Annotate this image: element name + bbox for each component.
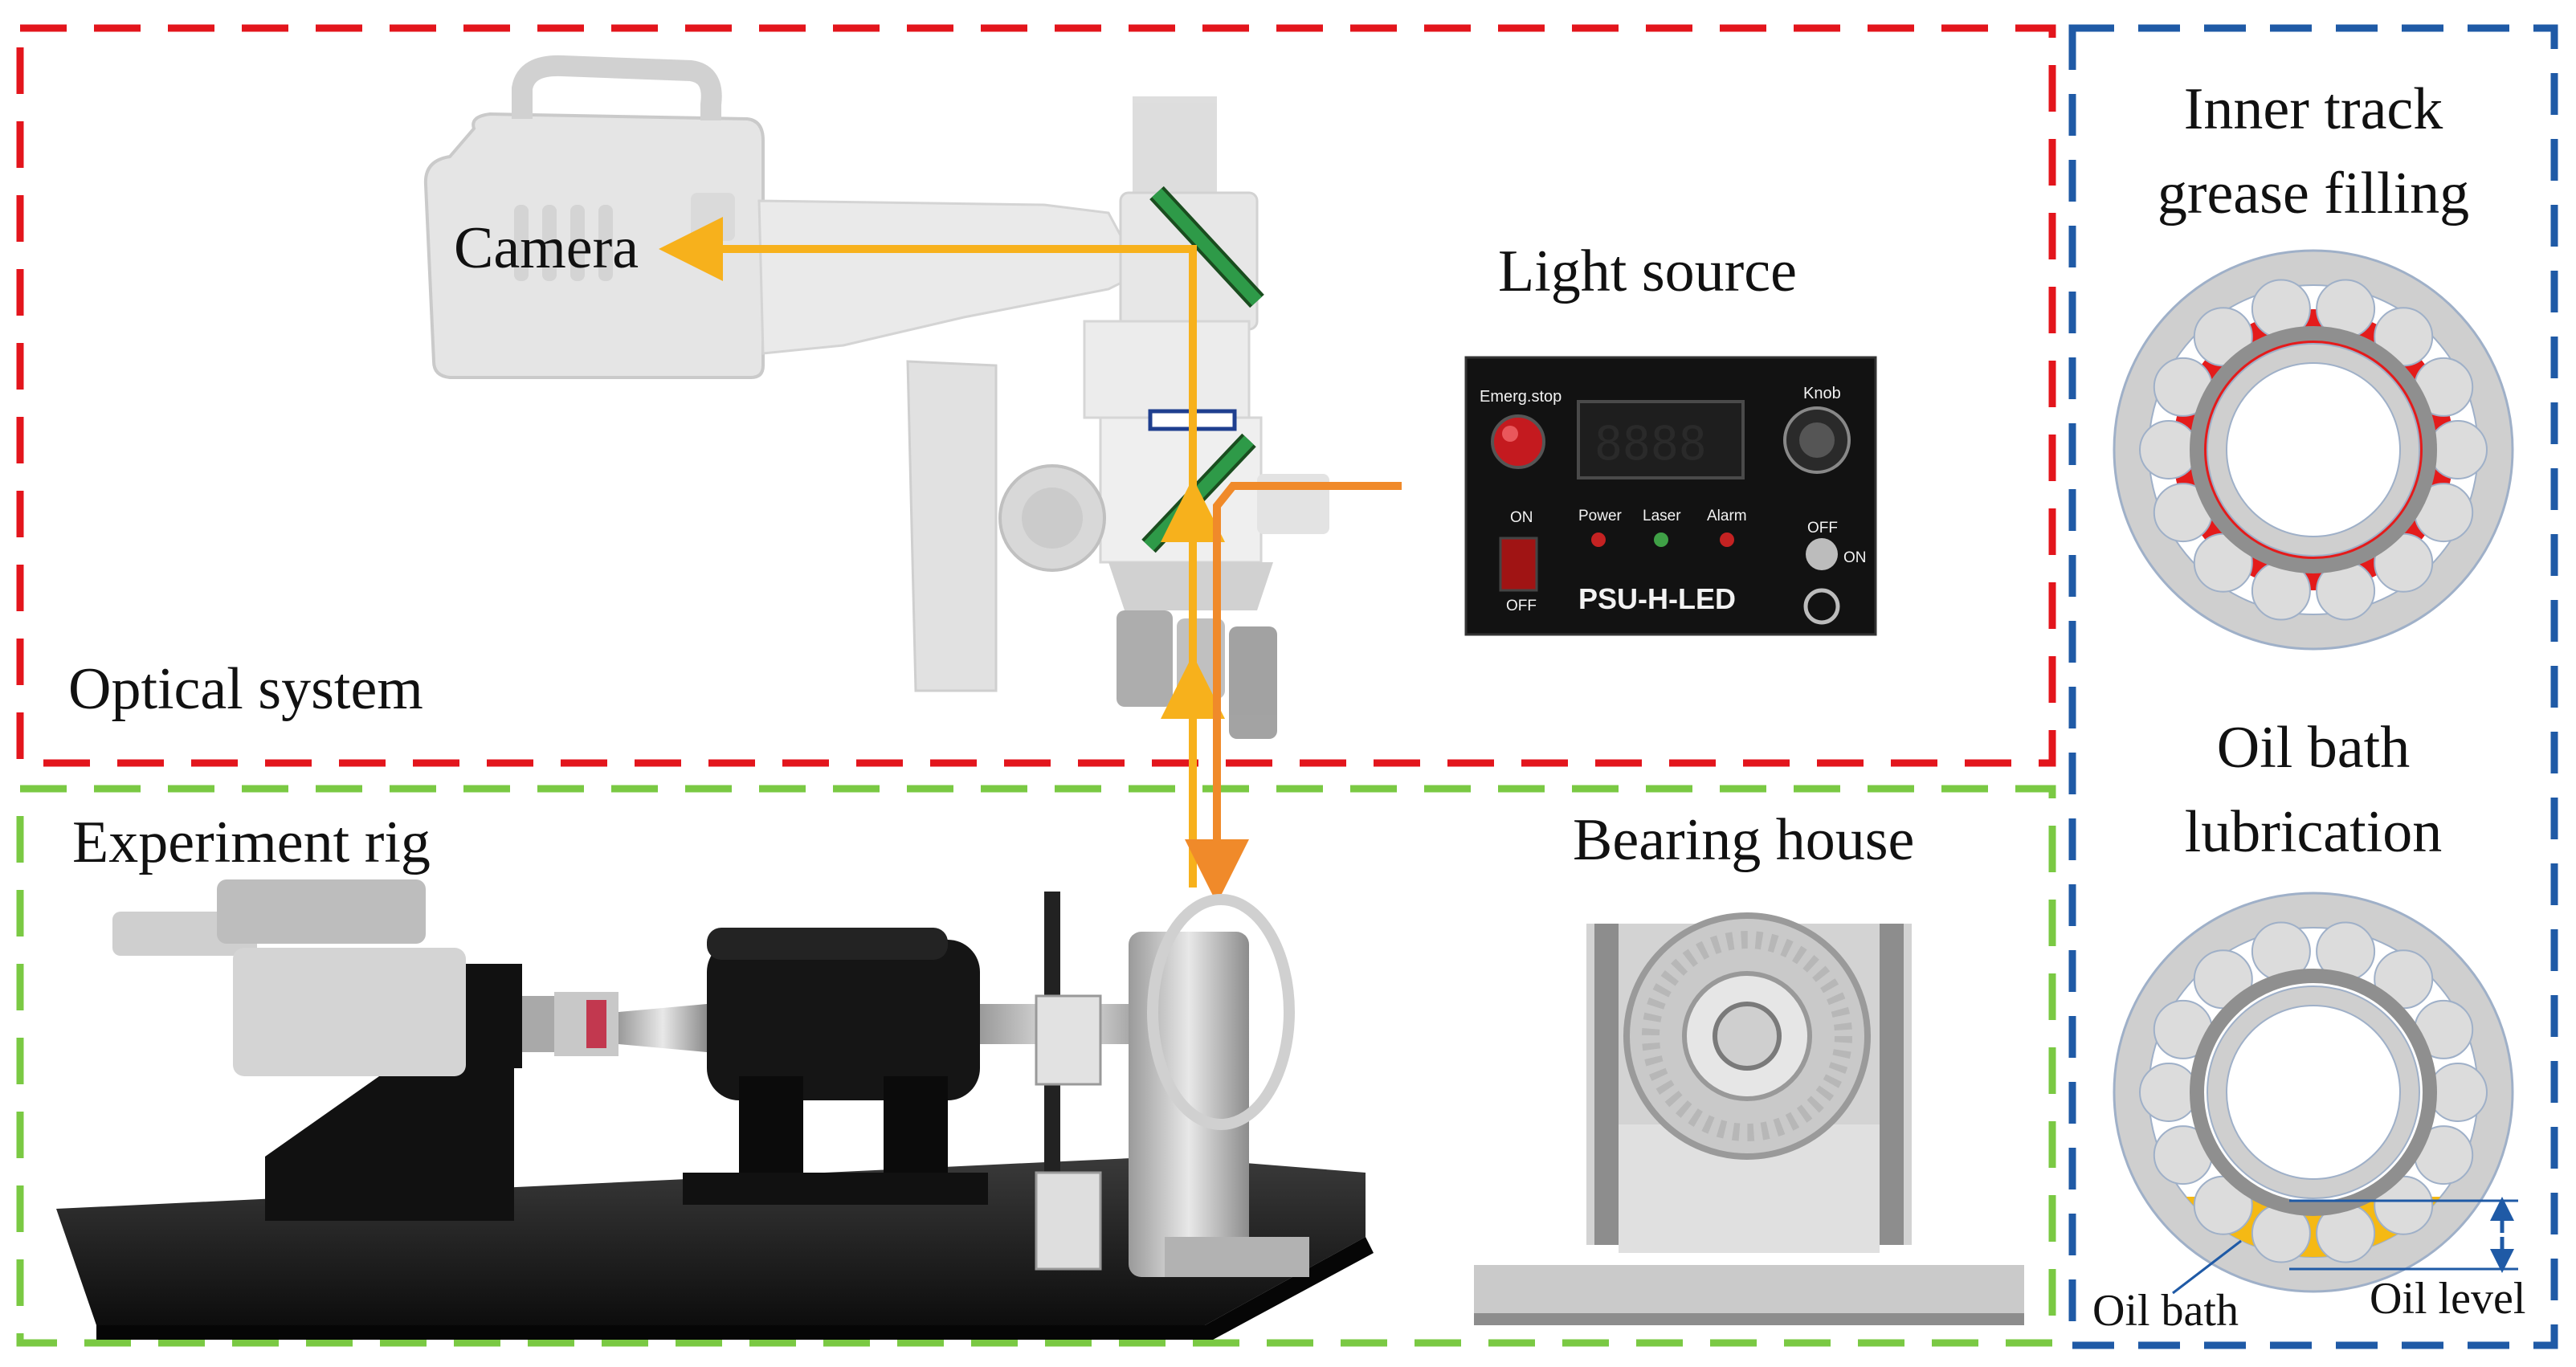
oil-bath-bearing <box>2113 892 2514 1293</box>
key-switch[interactable] <box>1806 538 1838 570</box>
inner-track-title-line1: Inner track <box>2184 76 2443 142</box>
roller <box>2428 420 2488 479</box>
digital-display <box>1577 400 1745 479</box>
model-label: PSU-H-LED <box>1578 582 1736 615</box>
inner-track-title-line2: grease filling <box>2158 161 2469 226</box>
power-switch[interactable] <box>1499 537 1538 592</box>
knob-label: Knob <box>1803 385 1841 402</box>
roller <box>2139 1063 2198 1122</box>
switch-off-label: OFF <box>1807 520 1838 537</box>
optical-system-frame <box>16 24 2056 767</box>
oil-bath-title-line2: lubrication <box>2185 799 2443 865</box>
camera-label: Camera <box>454 215 639 281</box>
oil-level-caption: Oil level <box>2370 1274 2525 1324</box>
oil-bath-title-line1: Oil bath <box>2217 715 2410 781</box>
oil-bath-caption: Oil bath <box>2092 1286 2239 1336</box>
bearing-house-label: Bearing house <box>1573 807 1914 873</box>
lubrication-frame <box>2068 24 2558 1349</box>
light-source-label: Light source <box>1498 239 1797 304</box>
test-rig-photo <box>56 879 1374 1340</box>
svg-text:8888: 8888 <box>1594 416 1707 471</box>
emergency-stop-button[interactable] <box>1491 414 1545 469</box>
laser-indicator <box>1654 533 1668 547</box>
experiment-rig-frame <box>16 785 2056 1347</box>
grease-filled-bearing <box>2113 249 2514 651</box>
power-label: Power <box>1578 508 1623 524</box>
bearing-house-photo <box>1474 912 2024 1325</box>
optical-system-label: Optical system <box>68 656 423 722</box>
roller <box>2428 1063 2488 1122</box>
laser-label: Laser <box>1643 508 1681 524</box>
roller <box>2139 420 2198 479</box>
on-label: ON <box>1510 509 1533 526</box>
alarm-indicator <box>1720 533 1734 547</box>
oil-bath-pointer <box>2172 1239 2242 1295</box>
switch-on-label: ON <box>1843 549 1867 566</box>
off-label: OFF <box>1506 598 1537 614</box>
light-source-control-panel: Emerg.stop 8888 Knob Power Laser Alarm O… <box>1464 356 1877 636</box>
emergency-stop-label: Emerg.stop <box>1480 388 1562 406</box>
power-indicator <box>1591 533 1606 547</box>
illumination-beam <box>1213 482 1402 855</box>
alarm-label: Alarm <box>1707 508 1747 524</box>
experiment-rig-label: Experiment rig <box>72 810 431 875</box>
